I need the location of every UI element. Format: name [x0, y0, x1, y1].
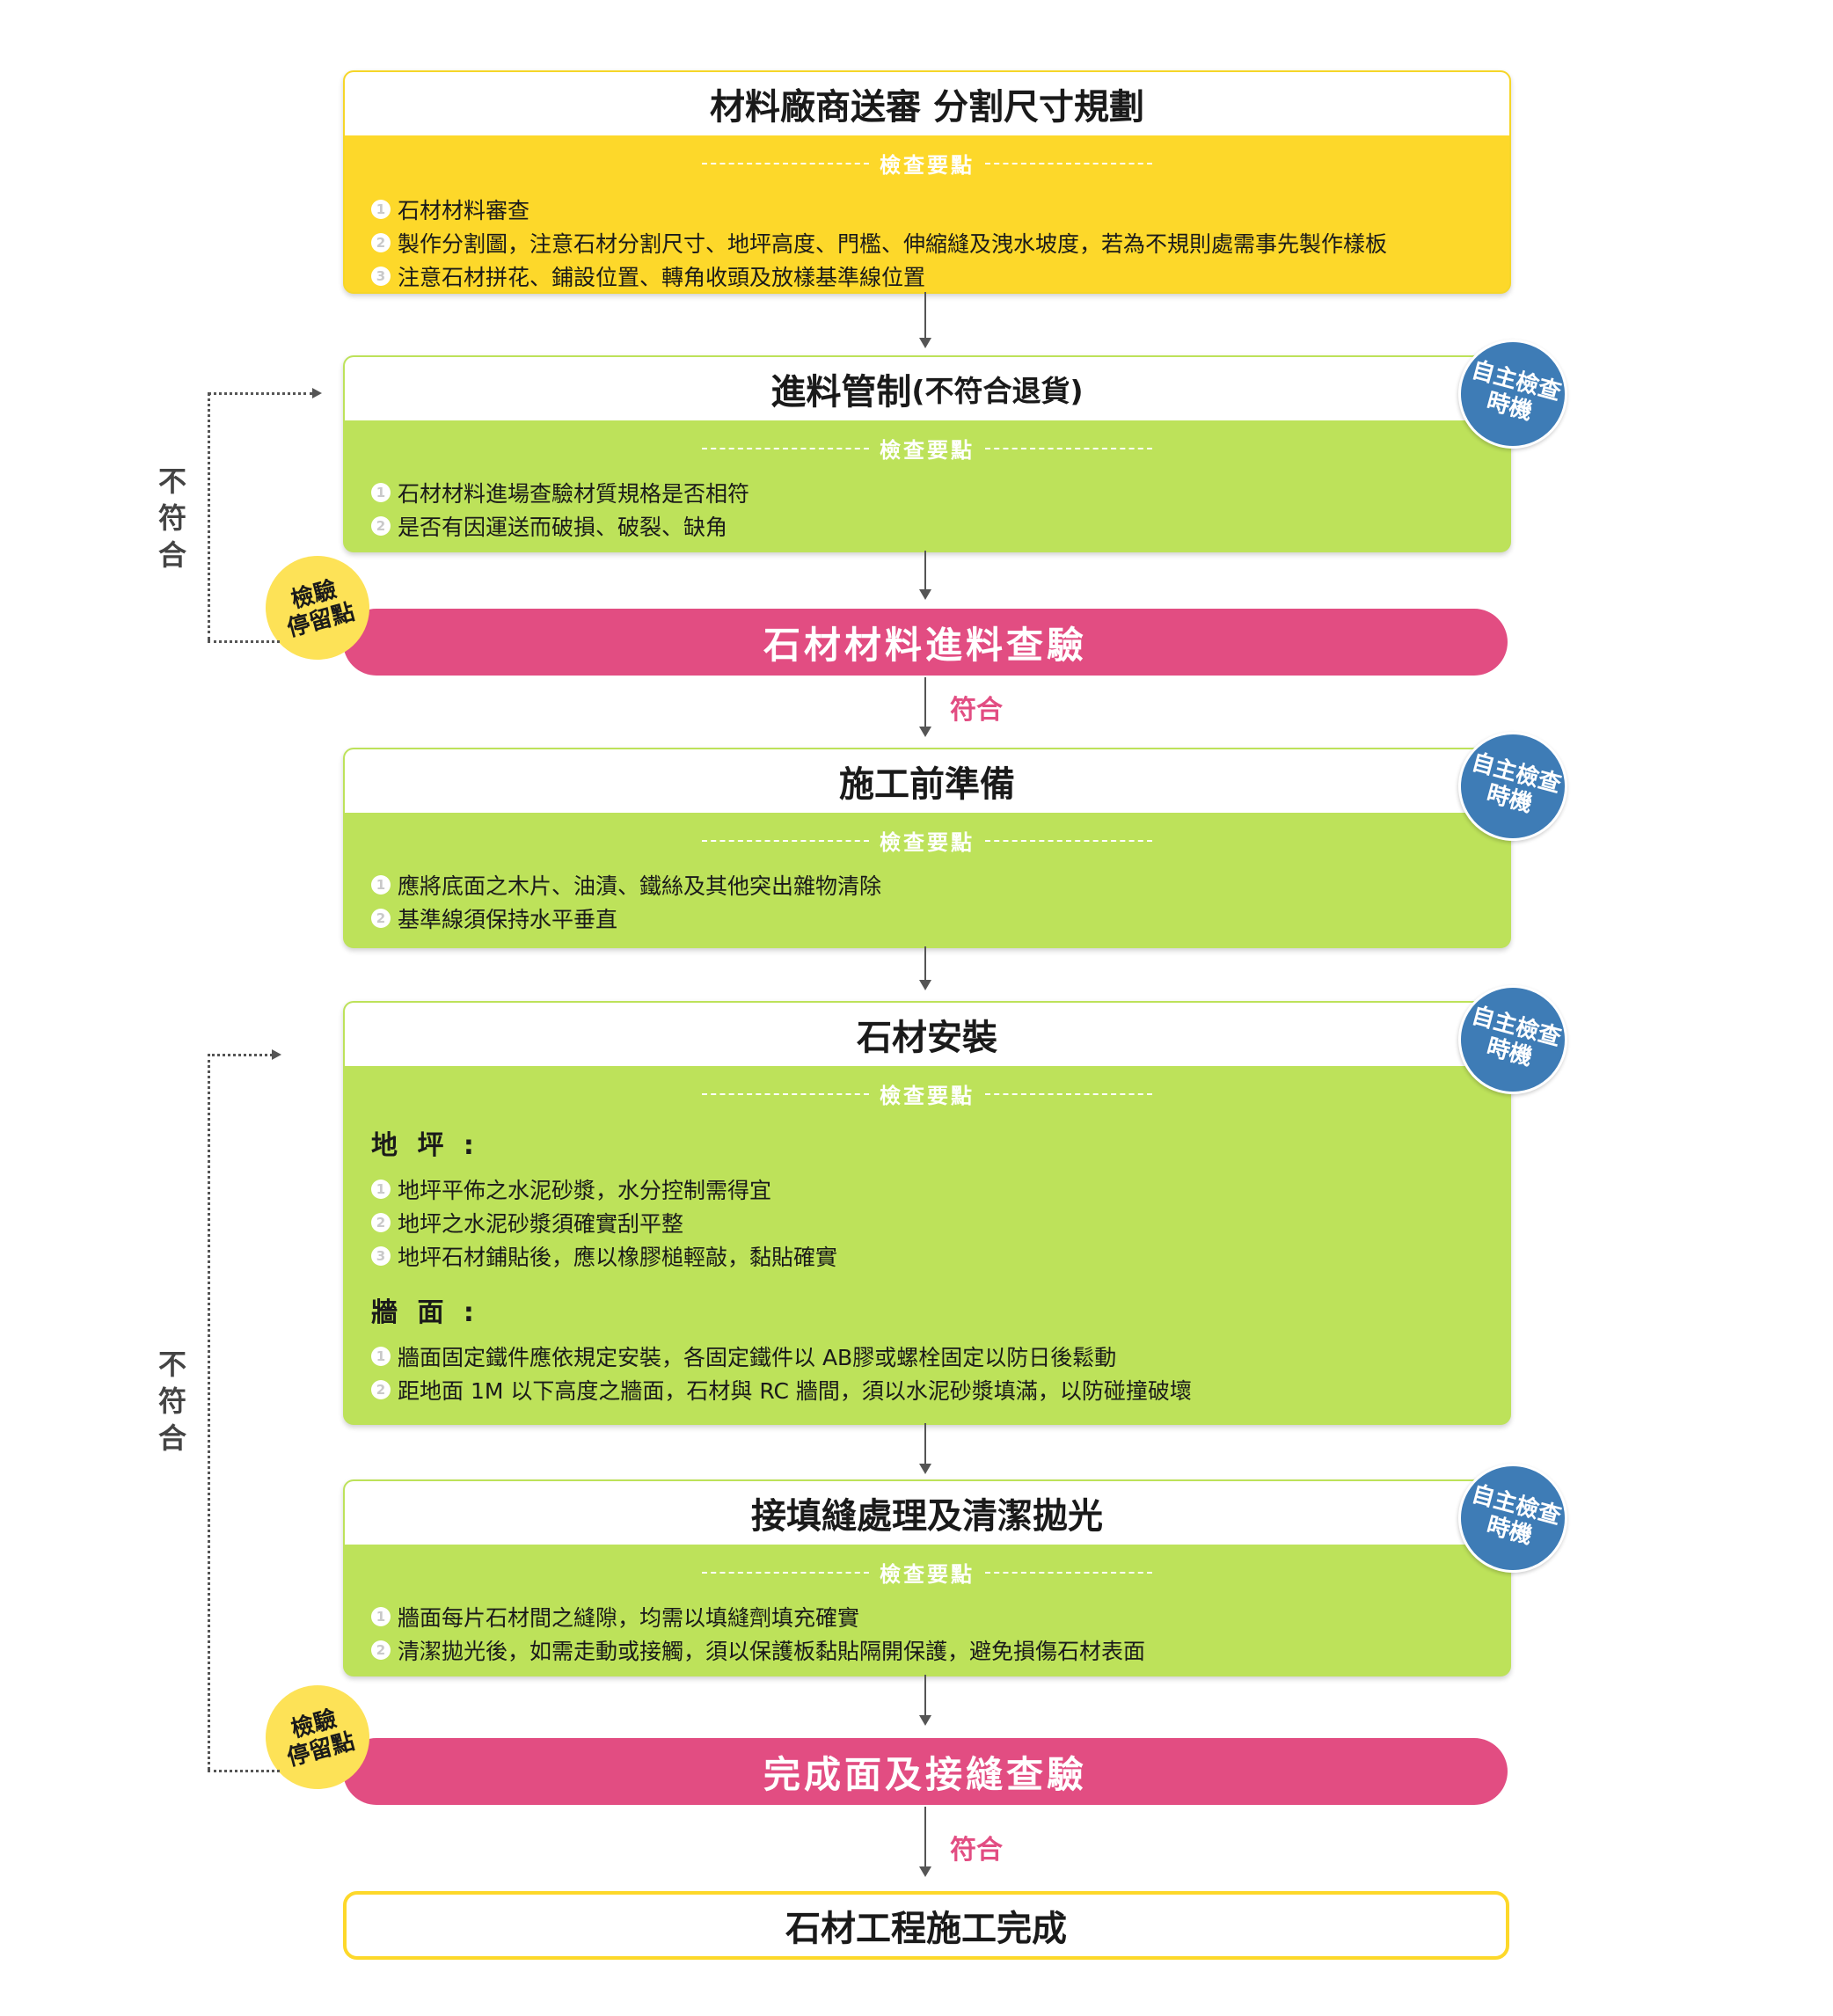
number-2-icon: 2	[371, 909, 391, 928]
arrow-head-icon	[919, 1866, 931, 1877]
check-points-header: 檢查要點	[345, 825, 1509, 856]
step-title: 施工前準備	[345, 749, 1509, 813]
reject-loop-line	[208, 392, 210, 640]
reject-loop-line	[208, 1054, 210, 1770]
inspection-material-incoming: 石材材料進料查驗	[343, 609, 1508, 676]
number-2-icon: 2	[371, 233, 391, 252]
inspection-finish-joint: 完成面及接縫查驗	[343, 1738, 1508, 1805]
arrow-right-icon	[272, 1049, 281, 1060]
reject-label: 不符合	[157, 1348, 186, 1455]
number-3-icon: 3	[371, 1246, 391, 1266]
flow-arrow	[924, 677, 926, 728]
reject-loop-line	[208, 1770, 280, 1772]
check-points-header: 檢查要點	[345, 433, 1509, 464]
flow-arrow	[924, 1807, 926, 1868]
arrow-head-icon	[919, 338, 931, 348]
arrow-head-icon	[919, 1464, 931, 1474]
section-heading-floor: 地 坪 :	[371, 1130, 479, 1161]
number-3-icon: 3	[371, 267, 391, 286]
reject-loop-line	[208, 392, 313, 395]
flow-arrow	[924, 292, 926, 340]
final-completion: 石材工程施工完成	[343, 1891, 1509, 1960]
check-points-header: 檢查要點	[345, 1557, 1509, 1588]
reject-loop-line	[208, 640, 280, 643]
flow-arrow	[924, 1675, 926, 1717]
number-2-icon: 2	[371, 1640, 391, 1660]
arrow-head-icon	[919, 980, 931, 990]
number-1-icon: 1	[371, 1347, 391, 1366]
flow-arrow	[924, 551, 926, 591]
number-1-icon: 1	[371, 1180, 391, 1199]
number-1-icon: 1	[371, 483, 391, 502]
section-heading-wall: 牆 面 :	[371, 1297, 479, 1328]
number-1-icon: 1	[371, 200, 391, 219]
step-title: 石材安裝	[345, 1003, 1509, 1066]
arrow-head-icon	[919, 1715, 931, 1726]
number-2-icon: 2	[371, 1213, 391, 1232]
number-1-icon: 1	[371, 1607, 391, 1626]
arrow-head-icon	[919, 727, 931, 737]
number-2-icon: 2	[371, 516, 391, 536]
number-1-icon: 1	[371, 875, 391, 895]
pass-label: 符合	[950, 695, 1003, 726]
reject-label: 不符合	[157, 464, 186, 572]
arrow-right-icon	[312, 388, 322, 398]
step-title: 接填縫處理及清潔拋光	[345, 1481, 1509, 1545]
step-title: 進料管制(不符合退貨)	[345, 357, 1509, 420]
arrow-head-icon	[919, 589, 931, 600]
check-points-header: 檢查要點	[345, 1078, 1509, 1109]
number-2-icon: 2	[371, 1380, 391, 1399]
reject-loop-line	[208, 1054, 273, 1056]
check-points-header: 檢查要點	[345, 148, 1509, 179]
pass-label: 符合	[950, 1835, 1003, 1866]
flow-arrow	[924, 946, 926, 982]
flow-arrow	[924, 1423, 926, 1465]
step-title: 材料廠商送審 分割尺寸規劃	[345, 72, 1509, 135]
